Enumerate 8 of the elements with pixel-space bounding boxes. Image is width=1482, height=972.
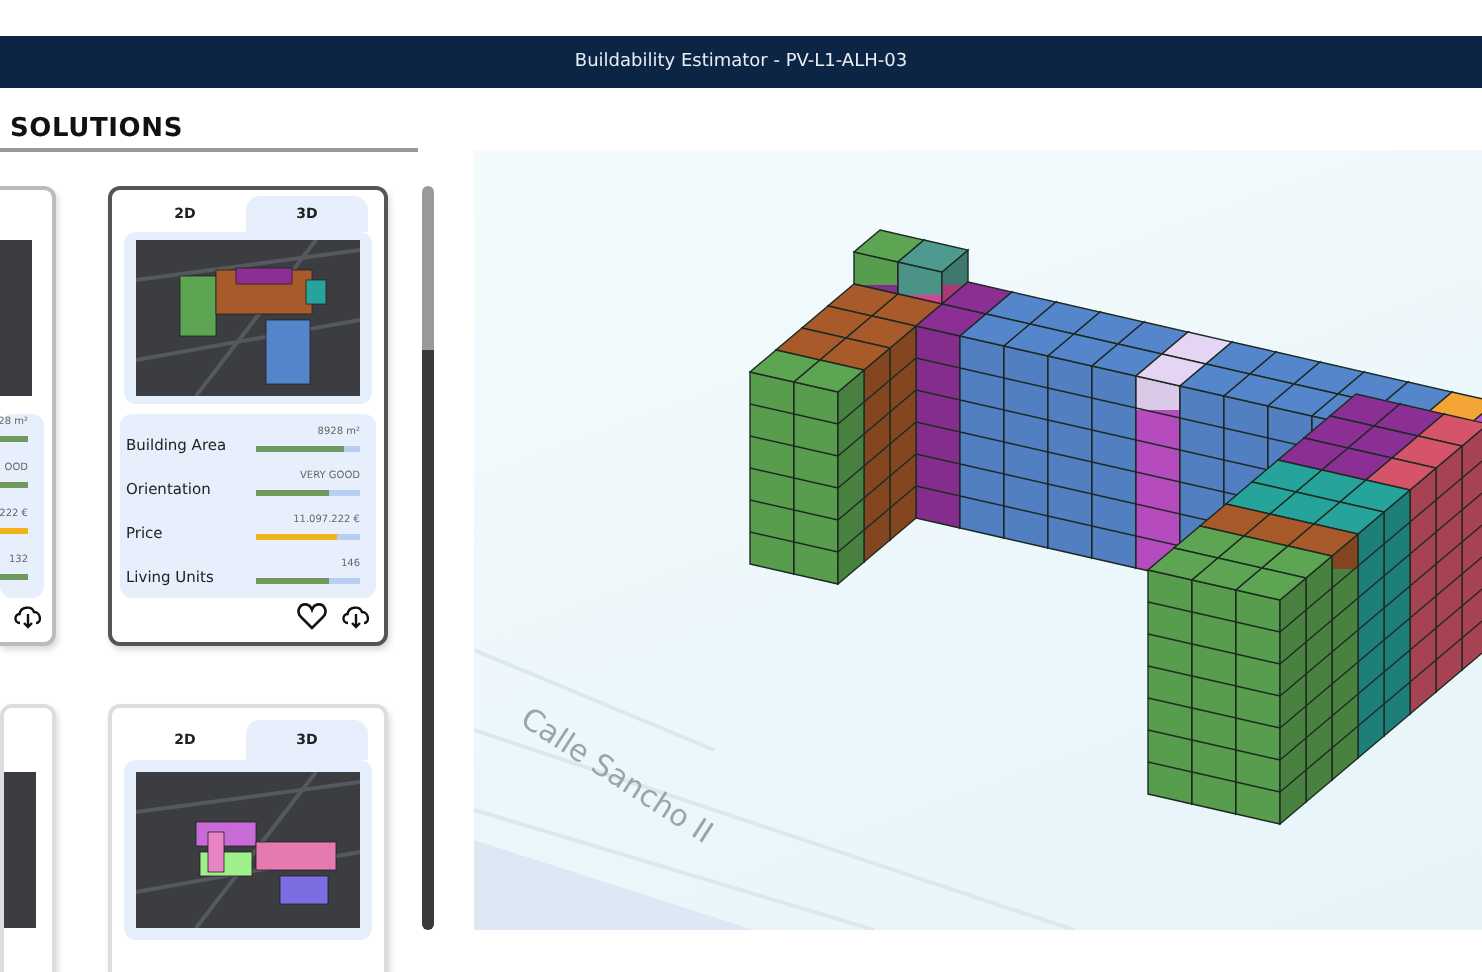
window-title-bar: Buildability Estimator - PV-L1-ALH-03 — [0, 36, 1482, 88]
thumbnail-picture — [136, 240, 360, 396]
solution-card — [0, 704, 56, 972]
thumbnail-picture — [136, 772, 360, 928]
solution-card — [108, 704, 388, 972]
solution-card — [0, 186, 56, 646]
section-heading: SOLUTIONS — [10, 114, 183, 144]
solution-card — [108, 186, 388, 646]
